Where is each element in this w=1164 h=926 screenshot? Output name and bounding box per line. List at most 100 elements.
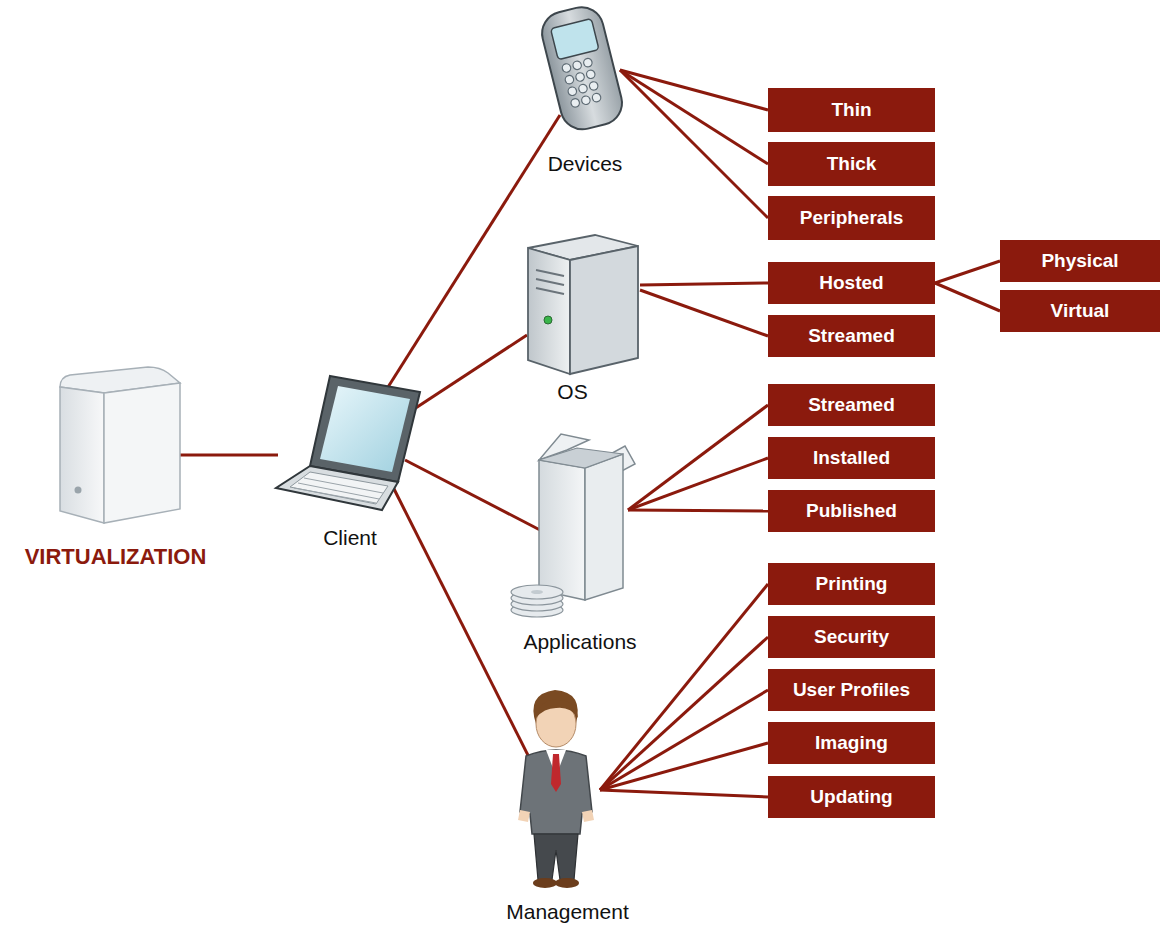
icon-label: OS	[557, 379, 587, 404]
category-box: Imaging	[768, 722, 935, 764]
icon-part	[290, 472, 388, 504]
category-box: Streamed	[768, 315, 935, 357]
connector-line	[628, 405, 768, 510]
icon-part	[564, 75, 574, 85]
category-box: Printing	[768, 563, 935, 605]
connector-line	[640, 290, 768, 336]
icon-part	[310, 376, 420, 482]
category-box: Streamed	[768, 384, 935, 426]
icon-part	[320, 386, 410, 472]
box-label: User Profiles	[793, 679, 910, 701]
category-box: Security	[768, 616, 935, 658]
icon-part	[533, 878, 557, 888]
connector-line	[935, 283, 1000, 311]
category-box: Updating	[768, 776, 935, 818]
box-label: Installed	[813, 447, 890, 469]
tower-icon	[500, 232, 645, 404]
connector-line	[180, 454, 278, 457]
connector-line	[620, 70, 768, 110]
icon-label: Client	[323, 525, 377, 550]
connector-line	[600, 637, 768, 790]
category-box: Published	[768, 490, 935, 532]
icon-label: Devices	[548, 151, 623, 176]
category-box: Hosted	[768, 262, 935, 304]
box-label: Published	[806, 500, 897, 522]
category-box: Physical	[1000, 240, 1160, 282]
connector-line	[628, 458, 768, 510]
box-label: Updating	[810, 786, 892, 808]
connector-line	[600, 743, 768, 790]
icon-part	[567, 86, 577, 96]
icon-part	[75, 487, 82, 494]
icon-part	[572, 60, 582, 70]
box-label: Thin	[831, 99, 871, 121]
icon-part	[294, 478, 383, 503]
icon-part	[551, 754, 561, 792]
icon-part	[539, 448, 623, 468]
connector-line	[620, 70, 768, 164]
icon-part	[581, 95, 591, 105]
icon-part	[60, 387, 104, 523]
connector-line	[628, 510, 768, 511]
devices-node: Devices	[535, 2, 635, 176]
appbox-icon	[505, 432, 655, 654]
icon-part	[531, 590, 543, 594]
box-label: Virtual	[1051, 300, 1110, 322]
box-label: Physical	[1041, 250, 1118, 272]
category-box: Installed	[768, 437, 935, 479]
category-box: Virtual	[1000, 290, 1160, 332]
icon-part	[583, 58, 593, 68]
icon-part	[551, 19, 599, 60]
icon-part	[570, 98, 580, 108]
icon-part	[586, 69, 596, 79]
connector-line	[600, 584, 768, 790]
box-label: Peripherals	[800, 207, 904, 229]
icon-label: Applications	[523, 629, 636, 654]
icon-part	[537, 3, 626, 134]
box-label: Thick	[827, 153, 877, 175]
management-node: Management	[500, 684, 635, 924]
icon-label: VIRTUALIZATION	[25, 544, 207, 570]
icon-part	[534, 834, 578, 880]
connector-line	[405, 460, 540, 530]
client-node: Client	[270, 370, 430, 550]
person-icon	[500, 684, 635, 924]
icon-label: Management	[506, 899, 629, 924]
box-label: Hosted	[819, 272, 883, 294]
icon-part	[544, 316, 552, 324]
icon-part	[528, 248, 570, 374]
icon-part	[575, 72, 585, 82]
connector-line	[620, 70, 768, 218]
icon-part	[539, 460, 585, 600]
box-label: Streamed	[808, 394, 895, 416]
icon-part	[589, 81, 599, 91]
applications-node: Applications	[505, 432, 655, 654]
icon-part	[536, 279, 564, 285]
connector-line	[405, 335, 527, 415]
icon-part	[536, 288, 564, 294]
category-box: Thin	[768, 88, 935, 132]
server-icon	[8, 365, 223, 570]
icon-part	[511, 585, 563, 599]
icon-part	[578, 84, 588, 94]
connector-line	[600, 690, 768, 790]
icon-part	[518, 810, 594, 822]
connector-line	[640, 283, 768, 285]
connector-line	[935, 261, 1000, 283]
icon-part	[555, 878, 579, 888]
category-box: Peripherals	[768, 196, 935, 240]
icon-part	[536, 700, 578, 718]
icon-part	[561, 63, 571, 73]
connector-line	[600, 790, 768, 797]
category-box: Thick	[768, 142, 935, 186]
server-node: VIRTUALIZATION	[8, 365, 223, 570]
box-label: Streamed	[808, 325, 895, 347]
box-label: Imaging	[815, 732, 888, 754]
icon-part	[570, 246, 638, 374]
phone-icon	[535, 2, 635, 176]
icon-part	[585, 454, 623, 600]
icon-part	[520, 750, 592, 834]
icon-part	[591, 93, 601, 103]
icon-part	[104, 383, 180, 523]
